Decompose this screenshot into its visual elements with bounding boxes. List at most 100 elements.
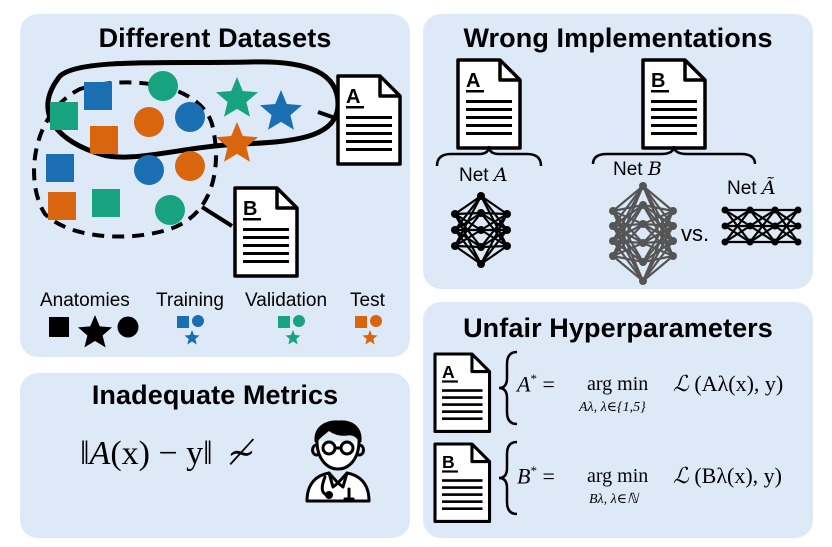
network-node <box>746 222 754 230</box>
network-edge <box>724 225 751 243</box>
panel-title: Inadequate Metrics <box>91 380 339 410</box>
panel-unfair-hyperparameters: Unfair Hyperparameters A B <box>423 302 813 538</box>
network-edge <box>480 213 508 248</box>
network-node <box>639 201 647 209</box>
network-node <box>477 209 485 217</box>
network-edge <box>612 239 644 245</box>
network-node <box>771 238 779 246</box>
brace-b <box>498 440 518 516</box>
network-node <box>794 206 802 214</box>
network-edge <box>774 209 799 243</box>
circle-shape <box>155 195 185 225</box>
brace-a <box>435 145 543 167</box>
network-node <box>771 222 779 230</box>
network-node <box>721 238 729 246</box>
network-node <box>639 277 647 285</box>
network-node <box>503 226 511 234</box>
network-node <box>746 206 754 214</box>
network-edge <box>642 254 674 264</box>
hyperparameter-illustration: A B <box>433 350 518 523</box>
legend-test-icon <box>355 315 382 345</box>
network-edge <box>480 245 508 265</box>
network-a-icon <box>451 192 511 268</box>
circle-shape <box>148 71 178 101</box>
network-node <box>639 258 647 266</box>
not-approx-symbol: ≁ <box>227 435 256 472</box>
legend-validation-label: Validation <box>245 290 328 311</box>
network-edge <box>642 255 674 282</box>
circle-shape <box>175 151 205 181</box>
network-node <box>721 206 729 214</box>
metric-formula: ‖A(x) − y‖ ≁ <box>80 435 256 472</box>
panel-wrong-implementations: Wrong Implementations A B <box>423 14 813 289</box>
network-edge <box>612 185 644 227</box>
star-shape <box>216 77 258 117</box>
legend-training-icon <box>177 315 204 345</box>
document-a-icon: A <box>336 74 402 166</box>
network-edge <box>641 210 675 282</box>
network-node <box>639 239 647 247</box>
network-edge <box>642 241 674 258</box>
panel-title: Wrong Implementations <box>463 23 773 53</box>
network-edge <box>724 209 751 227</box>
implementations-illustration: A B <box>435 58 802 285</box>
network-node <box>503 242 511 250</box>
network-edge <box>454 195 482 215</box>
network-edge <box>642 185 674 212</box>
document-b-icon: B <box>641 58 707 150</box>
network-edge <box>642 225 674 282</box>
circle-shape <box>134 155 164 185</box>
document-b-icon: B <box>433 442 492 523</box>
panel-inadequate-metrics: Inadequate Metrics ‖A(x) − y‖ ≁ <box>20 373 410 538</box>
svg-text:A: A <box>442 362 455 382</box>
network-node <box>746 238 754 246</box>
network-edge <box>749 225 776 243</box>
network-edge <box>642 210 674 244</box>
network-node <box>669 207 677 215</box>
network-node <box>451 226 459 234</box>
legend-anatomies-icons <box>49 315 139 348</box>
network-edge <box>612 222 644 228</box>
network-edge <box>774 209 799 227</box>
versus-label: vs. <box>681 221 710 246</box>
svg-text:B: B <box>651 70 665 92</box>
network-node <box>794 222 802 230</box>
network-edge <box>454 195 482 247</box>
equation-a: A* = <box>517 371 555 397</box>
document-a-icon: A <box>433 352 492 433</box>
square-shape <box>48 192 76 220</box>
panel-different-datasets: Different Datasets A <box>20 14 410 357</box>
network-edge <box>612 203 644 213</box>
equation-b-operator: arg min <box>587 465 649 487</box>
equation-a-subscript: Aλ, λ∈{1,5} <box>579 400 646 415</box>
network-edge <box>612 225 644 244</box>
star-shape <box>216 122 258 162</box>
network-edge <box>480 195 508 215</box>
panel-title: Different Datasets <box>98 23 332 53</box>
svg-text:A: A <box>346 86 360 108</box>
panel-title: Unfair Hyperparameters <box>463 313 773 343</box>
network-edge <box>454 195 482 231</box>
network-edge <box>480 229 508 265</box>
network-node <box>609 237 617 245</box>
network-node <box>451 210 459 218</box>
network-edge <box>454 245 482 265</box>
network-node <box>639 220 647 228</box>
network-edge <box>612 255 644 282</box>
network-edge <box>612 204 644 257</box>
network-edge <box>724 209 751 243</box>
square-shape <box>46 154 74 182</box>
network-edge <box>612 223 644 257</box>
square-shape <box>50 102 78 130</box>
network-node <box>477 192 485 200</box>
network-edge <box>642 203 674 213</box>
network-edge <box>612 254 644 264</box>
network-edge <box>642 240 674 282</box>
network-edge <box>749 209 776 243</box>
equation-b-subscript: Bλ, λ∈ℕ <box>589 492 639 507</box>
network-node <box>794 238 802 246</box>
network-edge <box>749 209 776 227</box>
network-edge <box>611 185 645 257</box>
network-b-icon <box>609 182 677 285</box>
square-shape <box>92 189 120 217</box>
